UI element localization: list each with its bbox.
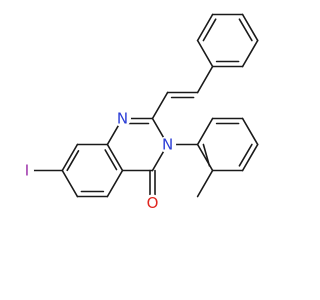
bond-ar4-ar5 (241, 143, 259, 172)
bond-ph2-ph3 (196, 13, 214, 42)
bond-ar4-ar5-inner (238, 143, 253, 167)
bond-ph1-ph2 (196, 39, 214, 68)
bond-c7-c6 (61, 169, 79, 198)
atom-labels: N N I O (20, 110, 177, 212)
bond-c4a-c8a (106, 143, 124, 172)
bond-ar6-methyl (196, 169, 214, 198)
iodine-label: I (25, 162, 29, 180)
nitrogen-n1-label: N (117, 110, 128, 128)
bond-c4a-c8a-inner (104, 149, 118, 171)
bond-ph4-ph5 (241, 13, 259, 42)
bond-ar3-ar4 (241, 117, 259, 146)
bond-c8-c7 (61, 143, 79, 172)
oxygen-label: O (147, 194, 159, 212)
bond-ph4-ph5-inner (238, 18, 253, 42)
molecule-svg: N N I O (20, 13, 259, 212)
bond-ph5-ph6 (241, 39, 259, 68)
structure-diagram: N N I O (20, 13, 259, 212)
bond-c2-va (151, 91, 169, 120)
bond-c8-c7-inner (66, 150, 80, 172)
bonds (31, 13, 259, 198)
nitrogen-n3-label: N (162, 136, 173, 154)
bond-ar1-ar2 (196, 117, 214, 146)
bond-ar6-ar1-inner (202, 143, 211, 167)
bond-c5-c4a (106, 169, 124, 198)
bond-ph2-ph3-inner (202, 18, 217, 42)
bond-vb-ph (196, 65, 214, 94)
